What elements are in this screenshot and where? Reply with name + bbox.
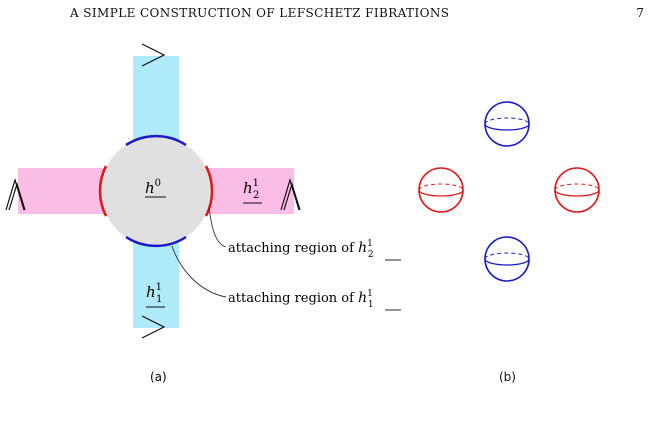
sphere-bottom: [484, 236, 530, 282]
figure-b: [418, 101, 600, 282]
leader-line-1: [208, 207, 227, 248]
double-arrow-left-icon: [5, 177, 26, 211]
attaching-arc-bottom: [125, 235, 187, 248]
leader-line-2: [171, 245, 227, 298]
running-header: A SIMPLE CONSTRUCTION OF LEFSCHETZ FIBRA…: [0, 6, 668, 26]
label-h0: h0: [145, 178, 161, 197]
sphere-left: [418, 167, 464, 213]
sphere-right: [554, 167, 600, 213]
arrow-bottom-icon: [141, 315, 166, 339]
central-disk: [101, 136, 211, 246]
panel-label-b: (b): [499, 370, 516, 384]
attaching-arc-top: [125, 134, 187, 147]
page-number: 7: [636, 6, 644, 20]
panel-label-a: (a): [150, 370, 167, 384]
arrow-top-icon: [141, 43, 166, 67]
running-title: A SIMPLE CONSTRUCTION OF LEFSCHETZ FIBRA…: [70, 6, 450, 20]
sphere-top: [484, 101, 530, 147]
attaching-arc-left: [98, 165, 108, 217]
double-arrow-right-icon: [280, 177, 301, 211]
attaching-arc-right: [204, 165, 214, 217]
